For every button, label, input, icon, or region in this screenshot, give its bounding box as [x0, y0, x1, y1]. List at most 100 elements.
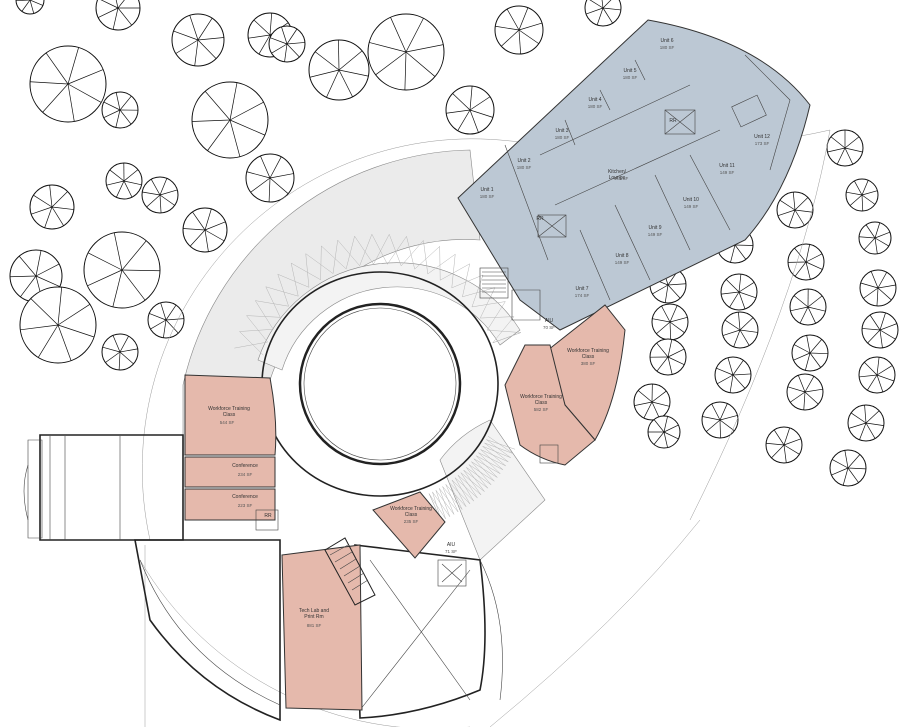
unit10-area: 149 SF	[684, 204, 699, 209]
aiu-top-area: 70 SF	[543, 325, 555, 330]
aiu-bottom-label: AIU	[447, 542, 456, 548]
tree-icon	[147, 301, 185, 339]
tree-icon	[633, 383, 671, 421]
conference-1-label: Conference	[232, 463, 258, 469]
tree-icon	[19, 286, 97, 364]
unit2-label: Unit 2	[517, 158, 530, 164]
tree-icon	[584, 0, 622, 27]
tree-icon	[105, 162, 143, 200]
south-wing	[134, 539, 503, 722]
tree-icon	[720, 273, 758, 311]
tree-icon	[789, 288, 827, 326]
west-wing	[23, 434, 184, 541]
tree-icon	[826, 129, 864, 167]
tree-icon	[29, 184, 75, 230]
rr-top-left-label: RR	[536, 216, 544, 222]
tree-icon	[191, 81, 269, 159]
tree-icon	[829, 449, 867, 487]
tree-icon	[95, 0, 141, 31]
unit12-area: 173 SF	[755, 141, 770, 146]
unit4-label: Unit 4	[588, 97, 601, 103]
kitchen-area: 440 SF	[614, 176, 629, 181]
unit1-label: Unit 1	[480, 187, 493, 193]
unit8-area: 149 SF	[615, 260, 630, 265]
unit10-label: Unit 10	[683, 197, 699, 203]
tree-icon	[765, 426, 803, 464]
tree-icon	[847, 404, 885, 442]
tree-icon	[445, 85, 495, 135]
unit9-label: Unit 9	[648, 225, 661, 231]
training-rooms	[184, 304, 626, 711]
lattice-ring	[234, 234, 546, 561]
tree-icon	[245, 153, 295, 203]
tree-icon	[858, 356, 896, 394]
tree-icon	[141, 176, 179, 214]
tree-icon	[845, 178, 879, 212]
unit6-label: Unit 6	[660, 38, 673, 44]
rr-left-label: RR	[264, 513, 272, 519]
aiu-top-label: AIU	[545, 318, 554, 324]
tree-icon	[15, 0, 45, 15]
conference-1-area: 234 SF	[238, 472, 253, 477]
tree-icon	[714, 356, 752, 394]
tree-icon	[268, 25, 306, 63]
tree-icon	[786, 373, 824, 411]
tree-icon	[29, 45, 107, 123]
tree-icon	[182, 207, 228, 253]
south-core	[255, 444, 559, 606]
unit6-area: 180 SF	[660, 45, 675, 50]
unit8-label: Unit 8	[615, 253, 628, 259]
tree-icon	[859, 269, 897, 307]
tree-icon	[308, 39, 370, 101]
unit2-area: 180 SF	[517, 165, 532, 170]
wtc-left-area: 544 SF	[220, 420, 235, 425]
tech-lab-area: 881 SF	[307, 623, 322, 628]
tree-icon	[101, 91, 139, 129]
tree-icon	[861, 311, 899, 349]
tree-icon	[494, 5, 544, 55]
tree-icon	[791, 334, 829, 372]
unit11-label: Unit 11	[719, 163, 735, 169]
tree-icon	[858, 221, 892, 255]
unit7-area: 174 SF	[575, 293, 590, 298]
unit1-area: 180 SF	[480, 194, 495, 199]
tree-icon	[721, 311, 759, 349]
conference-2-label: Conference	[232, 494, 258, 500]
tree-icon	[776, 191, 814, 229]
conference-2-area: 223 SF	[238, 503, 253, 508]
unit4-area: 180 SF	[588, 104, 603, 109]
tree-icon	[83, 231, 161, 309]
unit3-area: 180 SF	[555, 135, 570, 140]
room-labels: Unit 6 180 SF Unit 5 180 SF Unit 4 180 S…	[208, 38, 770, 628]
unit9-area: 149 SF	[648, 232, 663, 237]
tree-icon	[367, 13, 445, 91]
tree-icon	[701, 401, 739, 439]
tree-icon	[787, 243, 825, 281]
unit5-area: 180 SF	[623, 75, 638, 80]
wtc-right-top-area: 380 SF	[581, 361, 596, 366]
landscape-trees	[9, 0, 899, 487]
tree-icon	[647, 415, 681, 449]
unit11-area: 149 SF	[720, 170, 735, 175]
rr-top-right-label: RR	[669, 118, 677, 124]
kitchen-label: Kitchen/Lounge	[608, 169, 627, 181]
tree-icon	[101, 333, 139, 371]
unit12-label: Unit 12	[754, 134, 770, 140]
aiu-bottom-area: 71 SF	[445, 549, 457, 554]
tree-icon	[651, 303, 689, 341]
tree-icon	[171, 13, 225, 67]
tree-icon	[649, 338, 687, 376]
wtc-right-bottom-area: 582 SF	[534, 407, 549, 412]
residential-block	[457, 19, 811, 331]
unit5-label: Unit 5	[623, 68, 636, 74]
wtc-center-area: 235 SF	[404, 519, 419, 524]
stair-north	[479, 267, 541, 321]
unit3-label: Unit 3	[555, 128, 568, 134]
unit7-label: Unit 7	[575, 286, 588, 292]
